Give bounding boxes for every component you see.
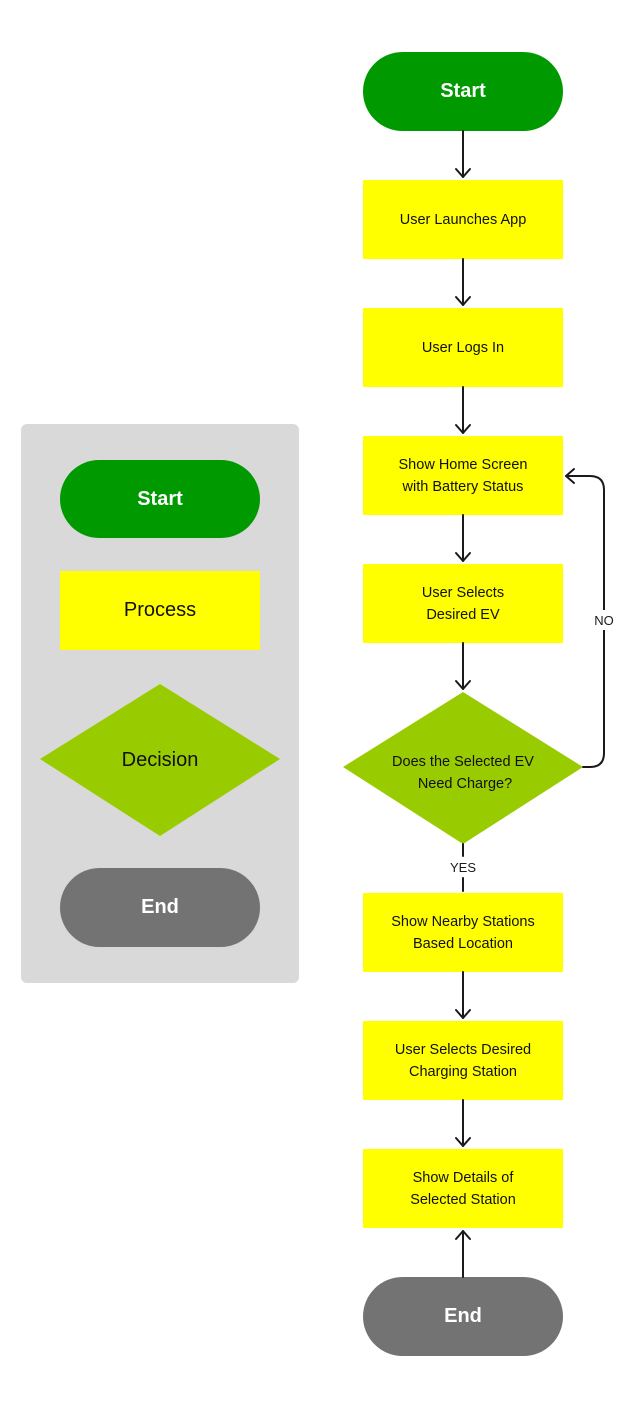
arrowhead-login [455,296,471,306]
legend-start-label: Start [137,487,183,510]
edge-label-no-bg [590,610,618,630]
process-user-logs-in-label: User Logs In [421,339,505,356]
process-show-station-details: Show Details of Selected Station [363,1149,563,1228]
process-user-logs-in: User Logs In [363,308,563,387]
legend-decision-shape [40,684,280,836]
process-show-nearby-stations-label: Show Nearby Stations Based Location [391,913,535,952]
process-show-home-screen-label: Show Home Screen with Battery Status [398,456,528,495]
process-show-home-screen: Show Home Screen with Battery Status [363,436,563,515]
decision-need-charge-label: Does the Selected EV Need Charge? [392,754,538,792]
flow-end-terminal: End [363,1277,563,1356]
arrowhead-details [455,1137,471,1147]
process-user-selects-ev-label: User Selects Desired EV [421,584,505,623]
decision-need-charge-shape [343,692,583,844]
process-user-launches-app: User Launches App [363,180,563,259]
decision-line-2: Need Charge? [418,776,512,792]
edge-label-no: NO [594,613,614,628]
edge-label-yes: YES [450,860,476,875]
process-show-station-details-label: Show Details of Selected Station [410,1169,516,1208]
arrowhead-launch [455,168,471,178]
arrowhead-home [455,424,471,434]
legend-process-shape: Process [60,571,260,650]
arrowhead-select-station [455,1009,471,1019]
legend-process-label: Process [123,599,197,621]
arrowhead-details-from-end [455,1230,471,1240]
flow-start-terminal: Start [363,52,563,131]
flow-end-label: End [444,1305,482,1327]
process-user-selects-ev: User Selects Desired EV [363,564,563,643]
legend-start-shape: Start [60,460,260,538]
legend-end-label: End [141,896,179,918]
decision-line-1: Does the Selected EV [392,754,534,770]
process-user-selects-station-label: User Selects Desired Charging Station [394,1041,532,1080]
legend-decision-label: Decision [122,749,199,771]
process-user-selects-station: User Selects Desired Charging Station [363,1021,563,1100]
flow-start-label: Start [440,80,486,102]
legend-end-shape: End [60,868,260,947]
process-show-nearby-stations: Show Nearby Stations Based Location [363,893,563,972]
arrowhead-decision [455,680,471,690]
process-user-launches-app-label: User Launches App [399,211,527,228]
arrowhead-select-ev [455,552,471,562]
arrowhead-no-loop [565,468,575,484]
